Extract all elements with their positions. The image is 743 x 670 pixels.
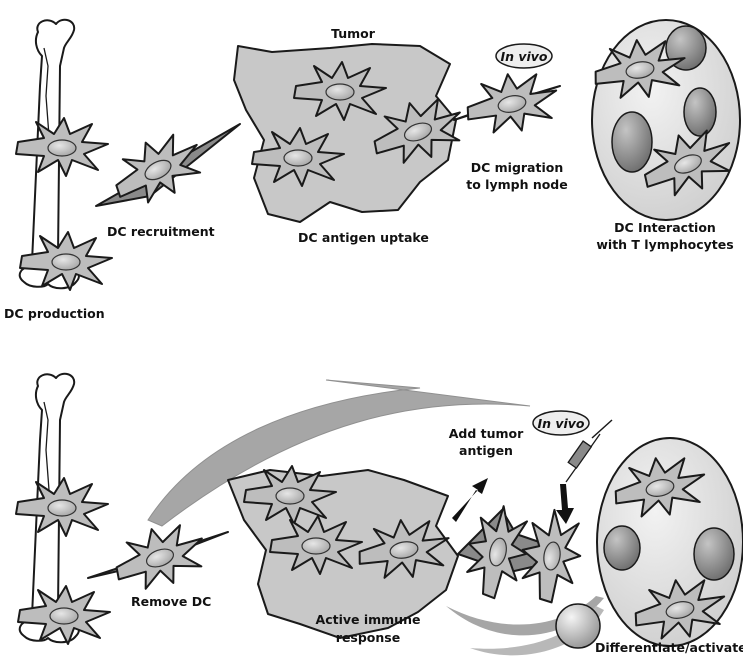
dc-interaction-label-2: with T lymphocytes: [596, 237, 733, 252]
tumor-mass-top: [234, 44, 471, 222]
bottom-panel: In vivo Add tumor antigen Remove DC Acti…: [16, 374, 743, 656]
differentiate-activate-label: Differentiate/activate: [595, 640, 743, 655]
dc-antigen-uptake-label: DC antigen uptake: [298, 230, 429, 245]
bone-marrow-bottom: [16, 374, 110, 644]
dc-interaction-label-1: DC Interaction: [614, 220, 716, 235]
dc-migration-label-2: to lymph node: [466, 177, 567, 192]
in-vivo-badge-top: In vivo: [496, 44, 552, 68]
bone-marrow-top: [16, 20, 112, 290]
remove-dc-label: Remove DC: [131, 594, 211, 609]
top-panel: In vivo Tumor DC production DC recruitme…: [4, 20, 741, 321]
dc-recruitment-label: DC recruitment: [107, 224, 215, 239]
lymph-node-top: [589, 20, 741, 220]
in-vivo-label-bottom: In vivo: [537, 416, 584, 431]
in-vivo-badge-bottom: In vivo: [533, 411, 589, 435]
activated-cell-sphere: [446, 596, 604, 655]
down-arrow: [556, 484, 574, 524]
dc-recruitment-cell: [96, 122, 240, 216]
dc-migration-label-1: DC migration: [471, 160, 564, 175]
tumor-title: Tumor: [331, 26, 376, 41]
dc-production-label: DC production: [4, 306, 105, 321]
add-tumor-antigen-label-1: Add tumor: [449, 426, 524, 441]
up-arrow: [452, 478, 488, 522]
active-immune-label-2: response: [336, 630, 400, 645]
remove-dc-cell: [88, 514, 228, 600]
add-tumor-antigen-label-2: antigen: [459, 443, 513, 458]
lymph-node-bottom: [597, 438, 743, 647]
dc-migration-cell: [454, 65, 563, 141]
active-immune-label-1: Active immune: [316, 612, 421, 627]
in-vivo-label-top: In vivo: [500, 49, 547, 64]
